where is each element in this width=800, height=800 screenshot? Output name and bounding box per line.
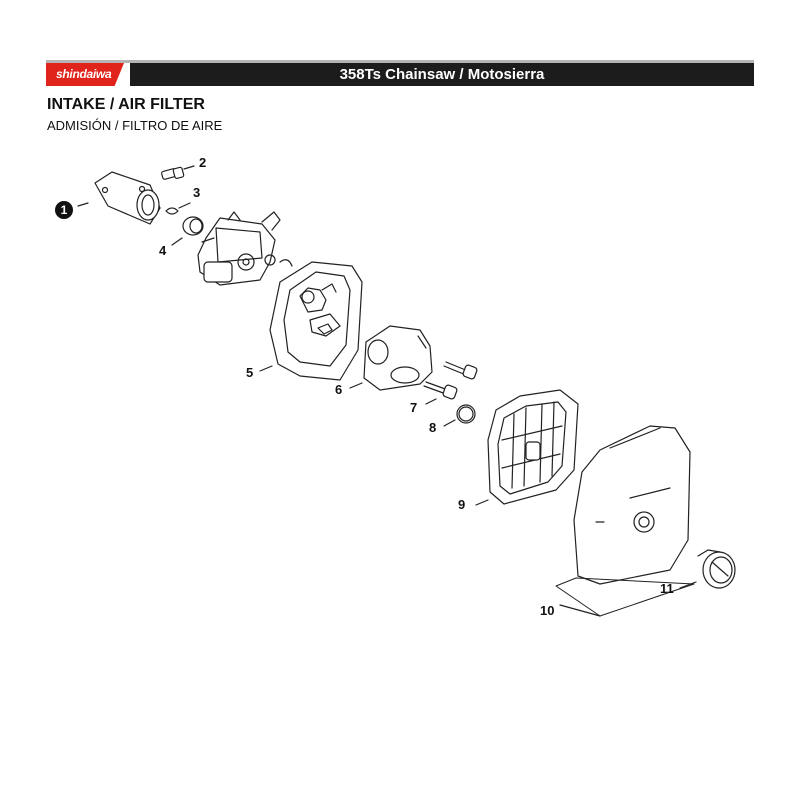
part-2-screw — [161, 165, 195, 180]
part-10-filter-cover — [555, 425, 695, 617]
callout-1: 1 — [55, 201, 73, 219]
part-9-air-filter — [475, 389, 579, 506]
part-11-cover-knob — [679, 549, 736, 589]
carburetor — [197, 211, 293, 286]
part-6-adapter — [349, 325, 433, 391]
section-subtitle: ADMISIÓN / FILTRO DE AIRE — [47, 118, 223, 133]
callout-7: 7 — [410, 400, 418, 415]
callout-11: 11 — [660, 581, 674, 596]
callout-4: 4 — [159, 243, 167, 258]
callout-9: 9 — [458, 497, 466, 512]
header-rule — [46, 60, 754, 63]
section-title: INTAKE / AIR FILTER — [47, 96, 205, 113]
part-1-intake-manifold — [77, 171, 161, 225]
page-title: 358Ts Chainsaw / Motosierra — [339, 66, 545, 83]
brand-logo: shindaiwa — [46, 63, 124, 86]
part-4-grommet — [171, 216, 204, 246]
header-bar — [130, 63, 754, 86]
callout-5: 5 — [246, 365, 254, 380]
callout-8: 8 — [429, 420, 437, 435]
callout-2: 2 — [199, 155, 207, 170]
part-8-o-ring — [443, 404, 476, 427]
part-3-clip — [165, 202, 191, 215]
page-header: shindaiwa 358Ts Chainsaw / Motosierra — [46, 60, 754, 86]
callout-3: 3 — [193, 185, 201, 200]
callout-10: 10 — [540, 603, 555, 618]
part-7-screws — [423, 361, 478, 405]
part-5-filter-base — [259, 261, 363, 381]
brand-logo-text: shindaiwa — [56, 67, 112, 81]
callout-6: 6 — [335, 382, 343, 397]
